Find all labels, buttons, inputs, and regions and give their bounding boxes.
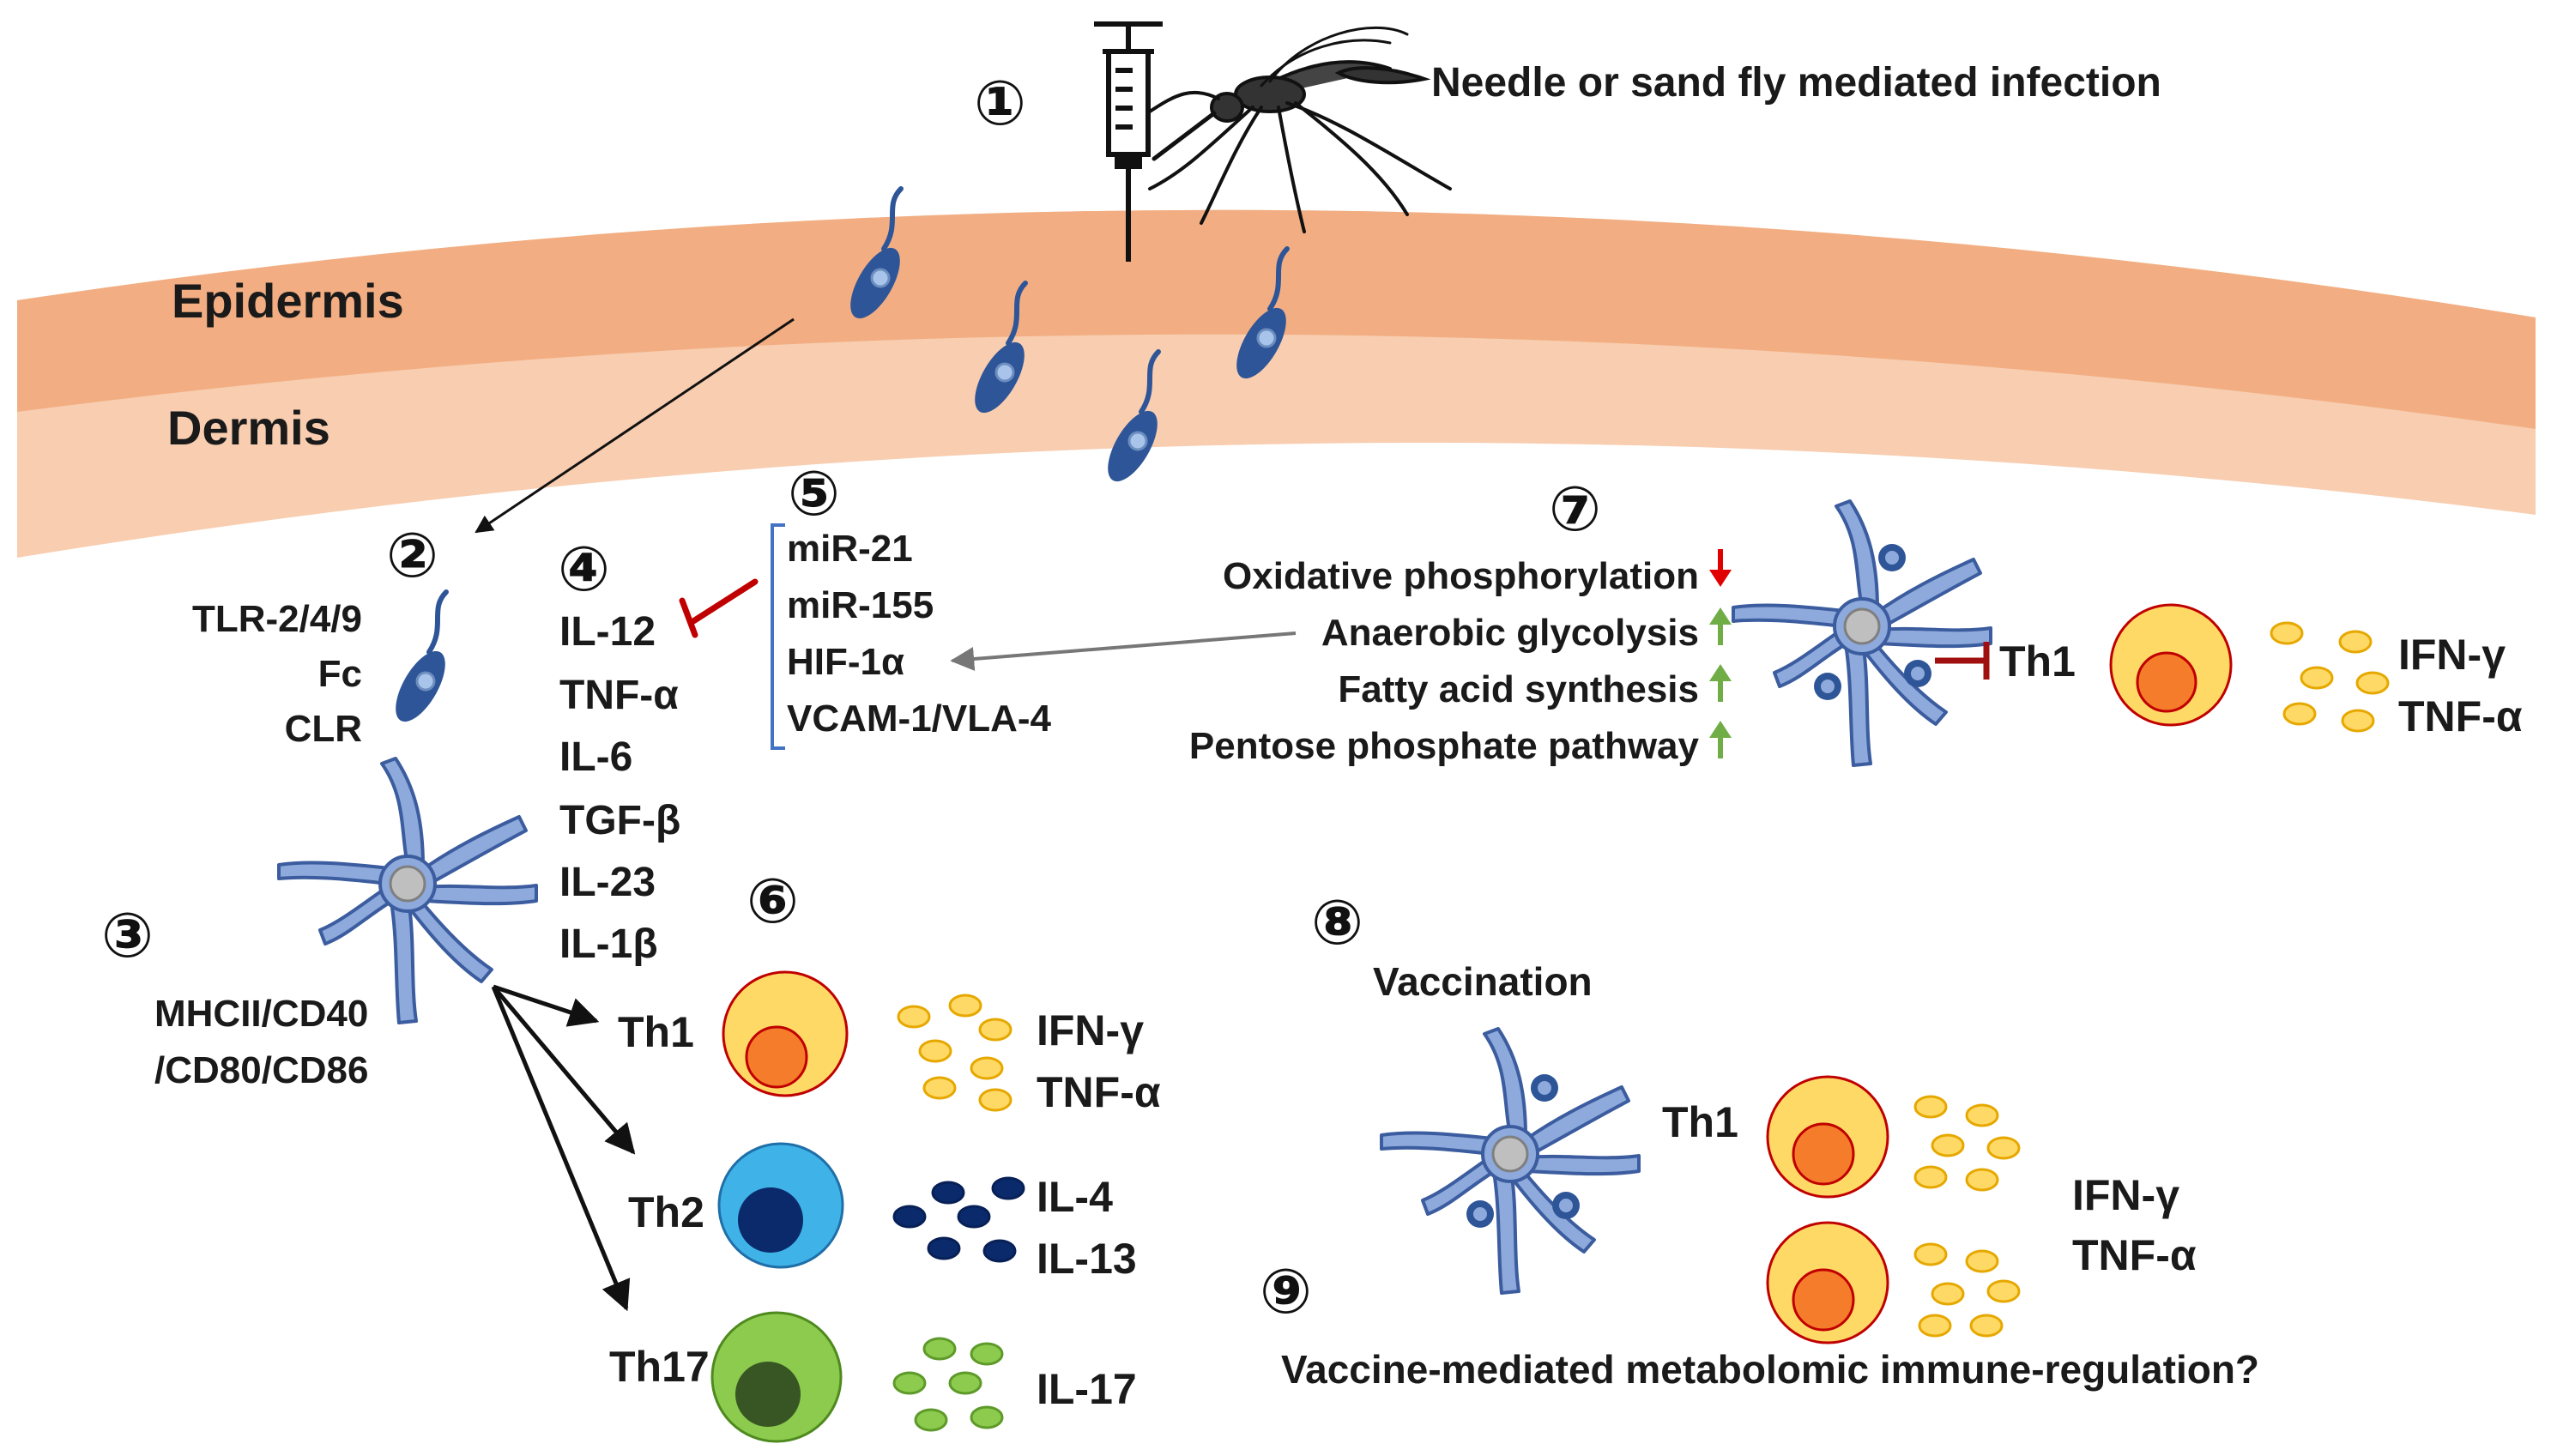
infection-label: Needle or sand fly mediated infection [1431, 60, 2161, 106]
inhibition-symbol [679, 578, 759, 638]
surface-marker-icon [1814, 673, 1841, 700]
vaccination-title: Vaccination [1373, 959, 1593, 1004]
cytokine-il1b: IL-1β [559, 921, 658, 967]
step-9-marker: ⑨ [1260, 1255, 1312, 1327]
step-2-marker: ② [386, 519, 438, 591]
differentiation-arrows [491, 984, 636, 1312]
surface-marker-icon [1878, 544, 1906, 571]
surface-marker-icon [1904, 660, 1931, 687]
th1-label: Th1 [618, 1008, 694, 1056]
invasion-arrow [475, 317, 795, 534]
th1-label-step7: Th1 [1999, 637, 2076, 686]
cytokine-il23: IL-23 [559, 860, 656, 905]
parasite-icon [386, 592, 456, 729]
metabolic-pathways: Oxidative phosphorylation Anaerobic glyc… [1189, 555, 1700, 767]
th2-il13: IL-13 [1037, 1235, 1137, 1283]
regulator-mir155: miR-155 [787, 584, 934, 626]
step-4-marker: ④ [558, 533, 610, 605]
down-arrow-icon [1709, 549, 1732, 587]
th1-cell [722, 970, 849, 1097]
epidermis-label: Epidermis [172, 274, 404, 328]
th17-il17: IL-17 [1037, 1365, 1137, 1413]
th2-il4: IL-4 [1037, 1173, 1113, 1221]
step-7-marker: ⑦ [1549, 473, 1601, 545]
ifn-gamma-step7: IFN-γ [2398, 631, 2506, 679]
cytokine-list: IL-12 TNF-α IL-6 TGF-β IL-23 IL-1β [559, 609, 680, 967]
step-1-marker: ① [974, 67, 1026, 139]
th1-ifn-gamma: IFN-γ [1037, 1006, 1144, 1054]
th17-cell [710, 1311, 843, 1443]
up-arrow-icon [1709, 721, 1732, 758]
vaccination-tnf-alpha: TNF-α [2072, 1231, 2197, 1279]
vaccination-ifn-gamma: IFN-γ [2072, 1171, 2179, 1219]
th1-cell-step7 [2109, 603, 2233, 727]
th1-cytokine-particles [897, 994, 1013, 1112]
step-5-marker: ⑤ [788, 457, 840, 529]
dermis-label: Dermis [167, 401, 330, 455]
regulator-hif1a: HIF-1α [787, 641, 904, 683]
sand-fly-icon [1148, 27, 1452, 233]
infected-dendritic-cell [1732, 499, 1992, 767]
pathway-oxphos: Oxidative phosphorylation [1223, 555, 1699, 597]
up-arrow-icon [1709, 664, 1732, 702]
cytokine-il6: IL-6 [559, 734, 632, 780]
up-arrow-icon [1709, 607, 1732, 645]
vaccination-th1-cell-lower [1766, 1221, 1889, 1344]
th2-cell [717, 1142, 844, 1269]
receptor-tlr: TLR-2/4/9 [192, 598, 362, 640]
th2-cytokine-particles [892, 1176, 1025, 1263]
regulator-mir21: miR-21 [787, 528, 913, 570]
surface-marker-icon [1552, 1192, 1580, 1219]
cytokine-il12: IL-12 [559, 609, 656, 655]
pathway-glycolysis: Anaerobic glycolysis [1321, 612, 1699, 654]
vaccination-cytokine-particles [1913, 1095, 2021, 1338]
vaccinated-dendritic-cell [1380, 1027, 1641, 1295]
metabolism-to-regulator-arrow [950, 631, 1297, 671]
regulator-vcam: VCAM-1/VLA-4 [787, 698, 1052, 740]
receptor-clr: CLR [285, 708, 362, 750]
syringe-icon [1094, 21, 1163, 262]
cytokine-particles-step7 [2270, 621, 2390, 733]
th1-tnf-alpha: TNF-α [1037, 1068, 1161, 1116]
surface-marker-icon [1466, 1200, 1494, 1228]
th2-label: Th2 [628, 1188, 704, 1236]
step-8-marker: ⑧ [1311, 886, 1363, 958]
vaccine-question: Vaccine-mediated metabolomic immune-regu… [1281, 1347, 2259, 1392]
regulator-list: miR-21 miR-155 HIF-1α VCAM-1/VLA-4 [787, 528, 1052, 740]
surface-marker-icon [1531, 1074, 1558, 1102]
step-3-marker: ③ [101, 899, 154, 971]
skin-layers [17, 209, 2536, 559]
regulator-bracket [771, 523, 785, 750]
dendritic-cell-icon [1380, 1027, 1641, 1295]
th17-label: Th17 [609, 1343, 710, 1391]
th1-inhibition-symbol [1935, 642, 1990, 680]
pathway-pentose: Pentose phosphate pathway [1189, 725, 1700, 767]
marker-line-1: MHCII/CD40 [154, 993, 368, 1035]
receptor-fc: Fc [318, 653, 362, 695]
step-6-marker: ⑥ [747, 865, 799, 937]
marker-line-2: /CD80/CD86 [154, 1049, 368, 1091]
dendritic-cell-icon [1732, 499, 1992, 767]
vaccination-th1-label: Th1 [1662, 1098, 1738, 1146]
dendritic-cell-icon [277, 757, 538, 1024]
tnf-alpha-step7: TNF-α [2398, 692, 2523, 740]
vaccination-th1-cell-upper [1766, 1075, 1889, 1199]
th17-cytokine-particles [892, 1337, 1004, 1432]
pathway-fatty-acid: Fatty acid synthesis [1338, 668, 1699, 710]
cytokine-tgfb: TGF-β [559, 798, 680, 843]
cytokine-tnfa: TNF-α [559, 673, 679, 718]
